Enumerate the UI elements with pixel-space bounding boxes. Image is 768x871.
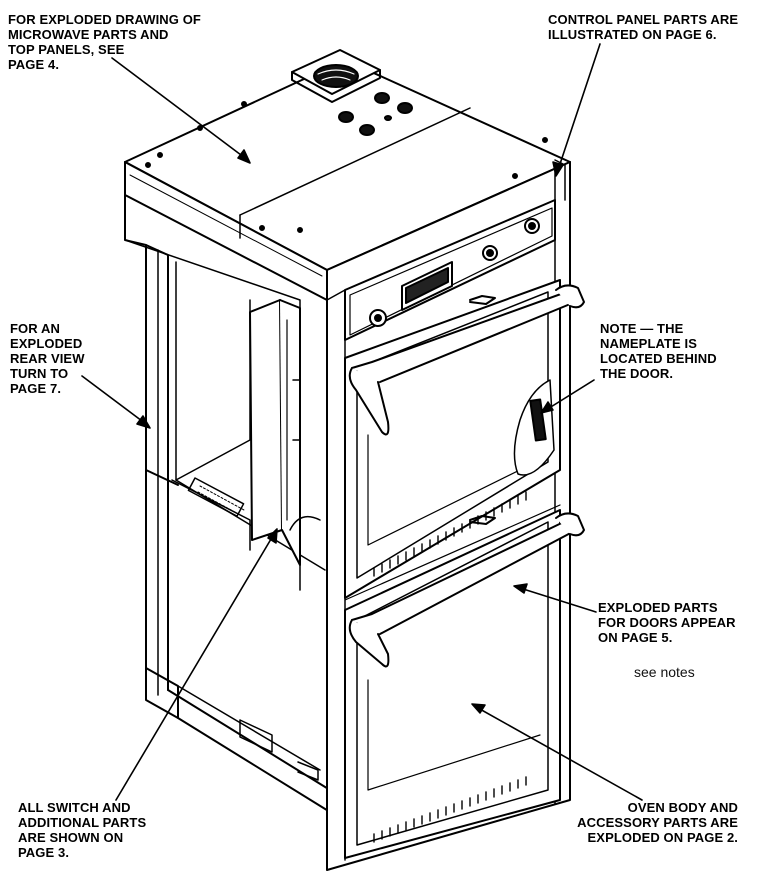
rear-frame [125,162,330,812]
top-panel [125,50,570,300]
callout-microwave-parts: FOR EXPLODED DRAWING OF MICROWAVE PARTS … [8,12,201,72]
upper-door [345,280,584,598]
callout-control-panel: CONTROL PANEL PARTS ARE ILLUSTRATED ON P… [548,12,739,42]
callout-nameplate-note: NOTE — THE NAMEPLATE IS LOCATED BEHIND T… [600,321,717,381]
lower-door [345,505,584,858]
switch-bracket [250,300,320,565]
callout-rear-view: FOR AN EXPLODED REAR VIEW TURN TO PAGE 7… [10,321,85,396]
callout-oven-body-parts: OVEN BODY AND ACCESSORY PARTS ARE EXPLOD… [577,800,738,845]
leader-lines [82,44,642,800]
see-notes-label: see notes [634,664,695,680]
callout-door-parts: EXPLODED PARTS FOR DOORS APPEAR ON PAGE … [598,600,736,645]
callout-switch-parts: ALL SWITCH AND ADDITIONAL PARTS ARE SHOW… [18,800,147,860]
